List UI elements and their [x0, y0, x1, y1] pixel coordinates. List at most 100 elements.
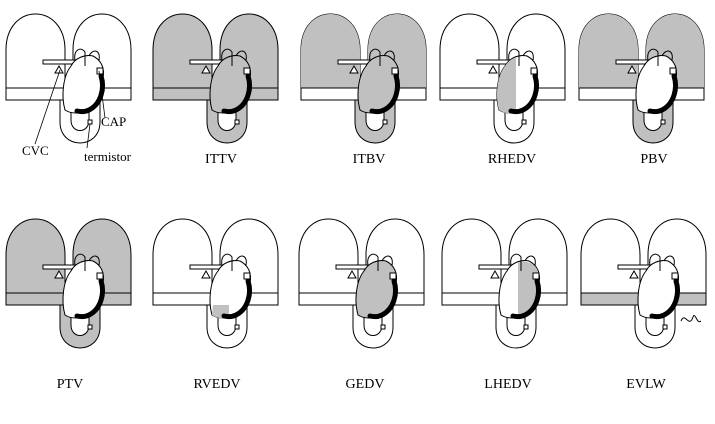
- caption-evlw: EVLW: [626, 377, 666, 392]
- cap-port: [389, 272, 397, 280]
- aorta: [74, 253, 86, 271]
- signature-scribble: [680, 315, 702, 323]
- termistor-marker: [87, 324, 93, 330]
- label-cap: CAP: [101, 114, 127, 129]
- right-lung: [439, 13, 500, 99]
- label-termistor: termistor: [84, 149, 131, 164]
- catheter-line: [335, 264, 371, 270]
- ventricle-wall: [510, 278, 541, 320]
- aorta: [221, 48, 233, 66]
- catheter-line: [337, 59, 373, 65]
- panel-1: [5, 13, 132, 149]
- right-lung: [5, 218, 66, 304]
- right-heart-volume: [497, 58, 516, 114]
- termistor-marker: [662, 324, 668, 330]
- catheter-valve-icon: [629, 269, 639, 279]
- panel-5: [578, 13, 705, 144]
- aorta: [647, 48, 659, 66]
- catheter-line: [615, 59, 651, 65]
- cap-port: [669, 67, 677, 75]
- caption-gedv: GEDV: [345, 377, 385, 392]
- cap-port: [96, 67, 104, 75]
- panel-2: [152, 13, 279, 144]
- right-lung: [152, 218, 213, 304]
- ventricle-wall: [221, 278, 252, 320]
- catheter-line: [478, 264, 514, 270]
- right-lung: [152, 13, 213, 99]
- termistor-marker: [382, 119, 388, 125]
- ventricle-wall: [367, 278, 398, 320]
- right-lung-blood: [579, 14, 638, 88]
- aorta: [367, 253, 379, 271]
- ventricle-wall: [649, 278, 680, 320]
- panel-3: [300, 13, 427, 144]
- caption-pbv: PBV: [640, 152, 668, 167]
- panel-7: [152, 218, 279, 349]
- aorta: [221, 253, 233, 271]
- pulmonary-artery: [522, 50, 534, 61]
- aorta: [510, 253, 522, 271]
- cap-port: [532, 272, 540, 280]
- termistor-marker: [523, 324, 529, 330]
- catheter-line: [476, 59, 512, 65]
- catheter-valve-icon: [201, 269, 211, 279]
- pulmonary-artery: [524, 255, 536, 266]
- ventricle-wall: [74, 278, 105, 320]
- pulmonary-artery: [661, 50, 673, 61]
- ventricle-wall: [74, 73, 105, 115]
- catheter-line: [42, 264, 78, 270]
- pulmonary-artery: [663, 255, 675, 266]
- cap-port: [96, 272, 104, 280]
- cap-port: [243, 67, 251, 75]
- leader-cvc: [34, 69, 61, 145]
- catheter-line: [189, 59, 225, 65]
- aorta: [369, 48, 381, 66]
- ventricle-wall: [508, 73, 539, 115]
- catheter-valve-icon: [349, 64, 359, 74]
- cap-port: [530, 67, 538, 75]
- panel-8: [298, 218, 425, 349]
- catheter-line: [617, 264, 653, 270]
- catheter-valve-icon: [490, 269, 500, 279]
- cap-port: [243, 272, 251, 280]
- catheter-valve-icon: [627, 64, 637, 74]
- label-cvc: CVC: [22, 143, 49, 158]
- panel-9: [441, 218, 568, 349]
- caption-rvedv: RVEDV: [193, 377, 241, 392]
- termistor-marker: [660, 119, 666, 125]
- termistor-marker: [521, 119, 527, 125]
- cap-port: [391, 67, 399, 75]
- leader-termistor: [86, 123, 91, 149]
- termistor-marker: [234, 119, 240, 125]
- caption-itbv: ITBV: [352, 152, 386, 167]
- leader-cap: [98, 70, 106, 119]
- cap-port: [671, 272, 679, 280]
- catheter-valve-icon: [488, 64, 498, 74]
- catheter-line: [42, 59, 78, 65]
- caption-ptv: PTV: [56, 377, 84, 392]
- catheter-line: [189, 264, 225, 270]
- right-lung-blood: [301, 14, 360, 88]
- catheter-valve-icon: [347, 269, 357, 279]
- author-signature-mark: [680, 315, 702, 323]
- ventricle-wall: [647, 73, 678, 115]
- panel-10: [580, 218, 707, 349]
- right-lung: [298, 218, 359, 304]
- pulmonary-artery: [88, 50, 100, 61]
- pulmonary-artery: [88, 255, 100, 266]
- aorta: [649, 253, 661, 271]
- panel-4: [439, 13, 566, 144]
- ventricle-wall: [221, 73, 252, 115]
- catheter-valve-icon: [201, 64, 211, 74]
- caption-lhedv: LHEDV: [484, 377, 532, 392]
- pulmonary-artery: [235, 255, 247, 266]
- aorta: [74, 48, 86, 66]
- right-lung: [580, 218, 641, 304]
- termistor-marker: [87, 119, 93, 125]
- pulmonary-artery: [383, 50, 395, 61]
- aorta: [508, 48, 520, 66]
- pulmonary-artery: [235, 50, 247, 61]
- pulmonary-artery: [381, 255, 393, 266]
